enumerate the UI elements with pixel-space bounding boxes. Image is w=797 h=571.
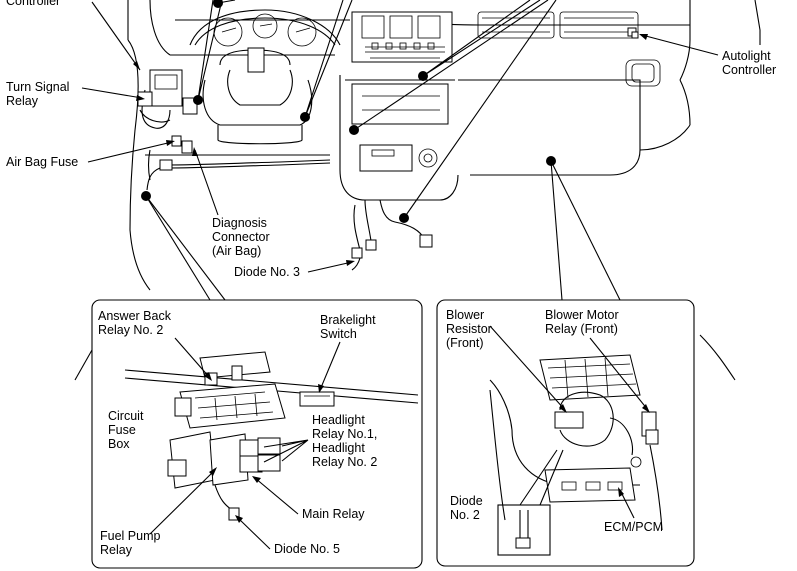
label-diode-no3: Diode No. 3: [234, 265, 300, 279]
left-inset-frame: [91, 299, 423, 569]
diode-no2-detail-frame: [497, 504, 551, 556]
label-turn-signal-relay-1: Turn Signal: [6, 80, 69, 94]
label-autolight-controller-1: Autolight: [722, 49, 771, 63]
label-ecm-pcm: ECM/PCM: [604, 520, 663, 534]
right-detail-inset: Blower Resistor (Front) Blower Motor Rel…: [436, 160, 695, 567]
label-answer-back-relay-2: Relay No. 2: [98, 323, 163, 337]
label-diode-no5: Diode No. 5: [274, 542, 340, 556]
label-blower-resistor-3: (Front): [446, 336, 484, 350]
label-fuel-pump-relay-1: Fuel Pump: [100, 529, 160, 543]
dashboard-labels: Controller Turn Signal Relay Air Bag Fus…: [6, 0, 776, 279]
label-fuel-pump-relay-2: Relay: [100, 543, 133, 557]
label-diagnosis-connector-1: Diagnosis: [212, 216, 267, 230]
label-brakelight-switch-1: Brakelight: [320, 313, 376, 327]
left-detail-inset: Answer Back Relay No. 2 Brakelight Switc…: [91, 195, 423, 569]
label-headlight-relays-2: Relay No.1,: [312, 427, 377, 441]
label-headlight-relays-1: Headlight: [312, 413, 365, 427]
label-air-bag-fuse: Air Bag Fuse: [6, 155, 78, 169]
label-blower-motor-relay-2: Relay (Front): [545, 322, 618, 336]
label-headlight-relays-4: Relay No. 2: [312, 455, 377, 469]
label-turn-signal-relay-2: Relay: [6, 94, 39, 108]
right-inset-frame: [436, 299, 695, 567]
label-answer-back-relay-1: Answer Back: [98, 309, 172, 323]
label-blower-resistor-1: Blower: [446, 308, 484, 322]
label-diagnosis-connector-2: Connector: [212, 230, 270, 244]
label-blower-resistor-2: Resistor: [446, 322, 492, 336]
label-circuit-fuse-box-1: Circuit: [108, 409, 144, 423]
label-circuit-fuse-box-2: Fuse: [108, 423, 136, 437]
label-controller: Controller: [6, 0, 60, 8]
label-diagnosis-connector-3: (Air Bag): [212, 244, 261, 258]
label-headlight-relays-3: Headlight: [312, 441, 365, 455]
label-main-relay: Main Relay: [302, 507, 365, 521]
label-autolight-controller-2: Controller: [722, 63, 776, 77]
label-diode-no2-1: Diode: [450, 494, 483, 508]
location-pointers: [141, 0, 557, 223]
label-diode-no2-2: No. 2: [450, 508, 480, 522]
label-blower-motor-relay-1: Blower Motor: [545, 308, 619, 322]
label-brakelight-switch-2: Switch: [320, 327, 357, 341]
label-circuit-fuse-box-3: Box: [108, 437, 130, 451]
dashboard-outline: [74, 0, 761, 381]
